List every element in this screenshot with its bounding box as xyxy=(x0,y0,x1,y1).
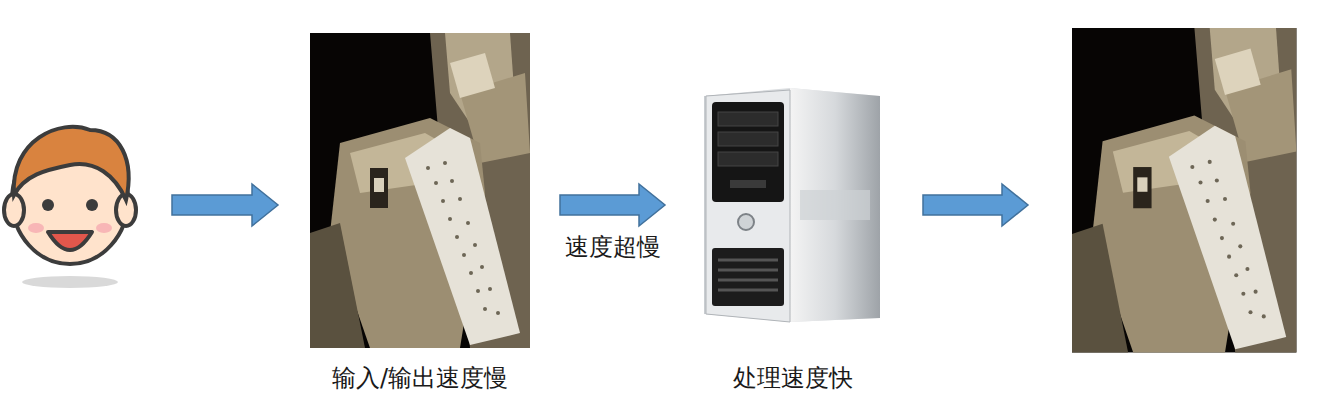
tape-machine-photo xyxy=(1072,28,1296,352)
caption: 输入/输出速度慢 xyxy=(332,364,508,393)
person-icon xyxy=(4,127,136,288)
picture-node: 输入/输出速度慢 xyxy=(305,30,535,397)
edge-label: 速度超慢 xyxy=(563,233,663,262)
tape-machine-photo xyxy=(310,33,530,348)
block-arrow xyxy=(923,184,1028,226)
caption: 处理速度快 xyxy=(733,364,853,393)
picture-node: 处理速度快 xyxy=(700,88,885,397)
block-arrow xyxy=(560,184,665,226)
computer-tower xyxy=(704,88,880,322)
block-arrow xyxy=(172,184,278,226)
